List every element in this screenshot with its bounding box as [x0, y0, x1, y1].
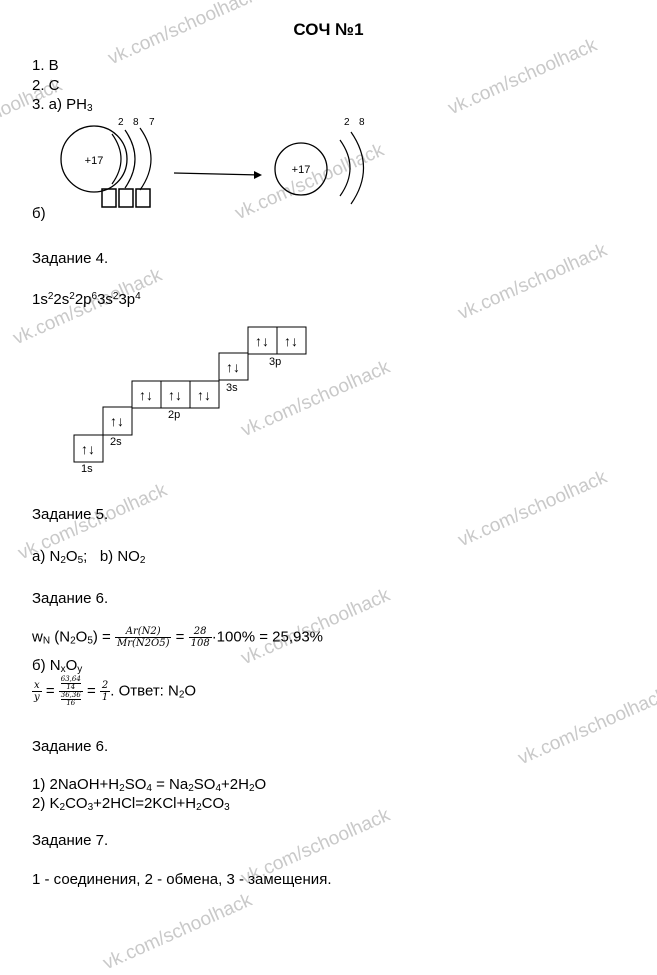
task-6-heading: Задание 6. [32, 590, 109, 607]
orbital-label-2p: 2p [168, 409, 180, 421]
atom-diagram: +17 2 8 7 +17 2 8 [60, 117, 365, 208]
left-nucleus-label: +17 [85, 155, 104, 167]
empty-cell [135, 188, 151, 208]
arrow-head-icon [254, 171, 262, 179]
watermark: vk.com/schoolhack [100, 889, 256, 975]
left-shell-2 [124, 129, 136, 189]
task-6-second-heading: Задание 6. [32, 738, 109, 755]
electron-pair: ↑↓ [284, 333, 298, 349]
right-shell-2 [350, 131, 365, 205]
answer-3: 3. а) PH3 [32, 96, 93, 114]
page-title: СОЧ №1 [293, 20, 364, 39]
orbital-cell-3s [218, 352, 249, 381]
equation-2: 2) K2CO3+2HCl=2KCl+H2CO3 [32, 795, 230, 813]
empty-cell [101, 188, 117, 208]
left-shell-label-2: 8 [133, 117, 139, 128]
right-shell-label-1: 2 [344, 117, 350, 128]
electron-pair: ↑↓ [197, 387, 211, 403]
orbital-label-2s: 2s [110, 436, 122, 448]
task-6b-formula: б) NxOy [32, 657, 83, 675]
answer-3b-label: б) [32, 205, 46, 222]
task-5-heading: Задание 5. [32, 506, 109, 523]
orbital-label-3p: 3p [269, 356, 281, 368]
answer-1: 1. B [32, 57, 59, 74]
right-shell-label-2: 8 [359, 117, 365, 128]
left-shell-label-1: 2 [118, 117, 124, 128]
orbital-cell-3p-2 [276, 326, 307, 355]
equation-1: 1) 2NaOH+H2SO4 = Na2SO4+2H2O [32, 776, 267, 794]
task-5-answer: а) N2O5; b) NO2 [32, 548, 146, 566]
electron-pair: ↑↓ [168, 387, 182, 403]
orbital-label-1s: 1s [81, 463, 93, 475]
orbital-diagram: ↑↓ ↑↓ ↑↓ ↑↓ ↑↓ ↑↓ ↑↓ ↑↓ 1s 2s 2p 3s 3p [73, 326, 307, 475]
watermark: vk.com/schoolhack [455, 466, 611, 552]
electron-pair: ↑↓ [139, 387, 153, 403]
left-shell-label-3: 7 [149, 117, 155, 128]
electron-configuration: 1s22s22p63s23p4 [32, 291, 141, 308]
left-shell-3 [139, 127, 152, 191]
right-nucleus-circle [274, 142, 328, 196]
right-nucleus-label: +17 [292, 164, 311, 176]
orbital-cell-1s [73, 434, 104, 463]
fraction-ar-mr: Ar(N2)Mr(N2O5) [114, 626, 172, 649]
right-shell-1 [339, 139, 351, 197]
electron-pair: ↑↓ [81, 441, 95, 457]
watermark: vk.com/schoolhack [515, 684, 657, 770]
task-4-heading: Задание 4. [32, 250, 109, 267]
reaction-arrow [173, 172, 261, 176]
task-7-heading: Задание 7. [32, 832, 109, 849]
electron-pair: ↑↓ [255, 333, 269, 349]
orbital-cell-2p-3 [189, 380, 220, 409]
task-7-answer: 1 - соединения, 2 - обмена, 3 - замещени… [32, 871, 332, 888]
left-nucleus-circle [60, 125, 128, 193]
orbital-cell-2s [102, 406, 133, 436]
answer-2: 2. C [32, 77, 60, 94]
empty-cell [118, 188, 134, 208]
electron-pair: ↑↓ [110, 413, 124, 429]
orbital-label-3s: 3s [226, 382, 238, 394]
electron-pair: ↑↓ [226, 359, 240, 375]
left-shell-1 [111, 133, 122, 185]
watermark: vk.com/schoolhack [455, 239, 611, 325]
watermark: vk.com/schoolhack [445, 34, 601, 120]
